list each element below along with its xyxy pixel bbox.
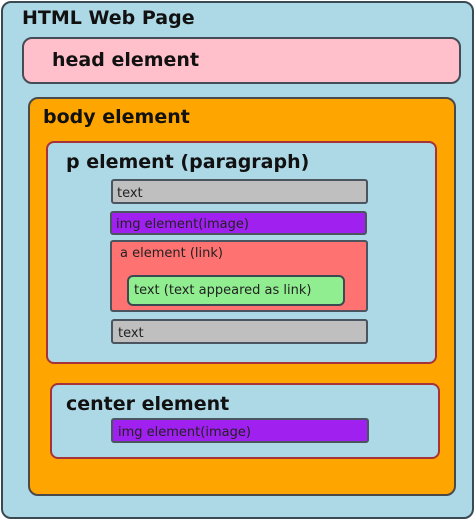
link-text-box [127, 275, 345, 306]
head-element-title: head element [52, 49, 200, 71]
paragraph-element-title: p element (paragraph) [66, 151, 310, 173]
link-text-label: text (text appeared as link) [134, 283, 312, 298]
link-element-label: a element (link) [120, 246, 223, 261]
body-element-title: body element [43, 106, 190, 128]
center-img-element-label: img element(image) [118, 425, 251, 440]
paragraph-text-label-last: text [118, 326, 144, 341]
center-img-element-box [111, 418, 369, 443]
head-element-box [22, 37, 461, 84]
paragraph-img-element-label: img element(image) [116, 217, 249, 232]
paragraph-img-element-box [110, 211, 367, 235]
paragraph-text-box-first [111, 179, 368, 204]
paragraph-text-box-last [111, 319, 368, 344]
paragraph-text-label-first: text [117, 186, 143, 201]
html-web-page-title: HTML Web Page [22, 7, 195, 29]
center-element-title: center element [66, 393, 230, 415]
